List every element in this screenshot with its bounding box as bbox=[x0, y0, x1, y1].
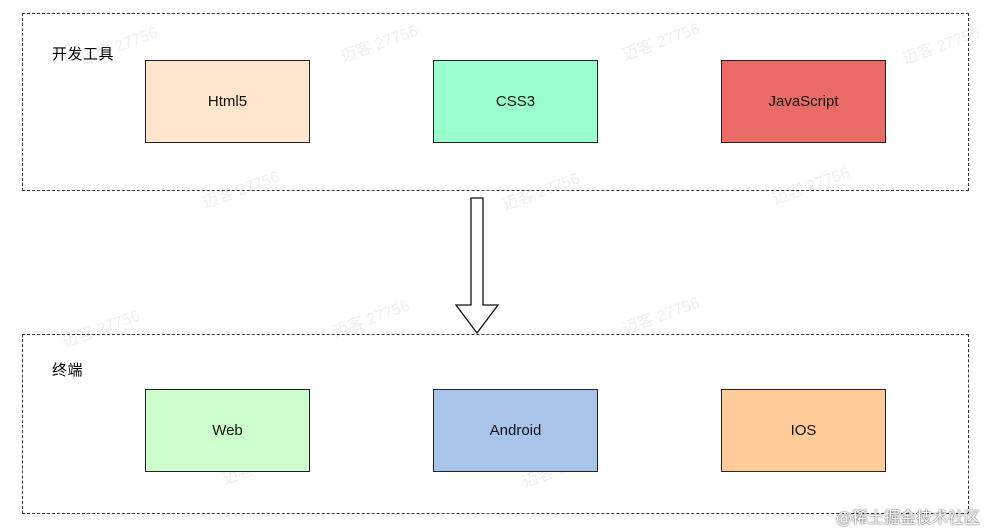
html5-node: Html5 bbox=[145, 60, 310, 143]
footer-credit: @稀土掘金技术社区 bbox=[835, 508, 980, 527]
dev-tools-group bbox=[22, 13, 969, 191]
terminals-group bbox=[22, 334, 969, 514]
javascript-node: JavaScript bbox=[721, 60, 886, 143]
hollow-down-arrow-icon bbox=[454, 197, 500, 335]
watermark: 迈客 27756 bbox=[620, 294, 703, 339]
css3-node: CSS3 bbox=[433, 60, 598, 143]
ios-node: IOS bbox=[721, 389, 886, 472]
web-node: Web bbox=[145, 389, 310, 472]
arrow-shape bbox=[454, 197, 500, 335]
android-node: Android bbox=[433, 389, 598, 472]
dev-tools-title: 开发工具 bbox=[52, 45, 115, 63]
terminals-title: 终端 bbox=[52, 361, 84, 379]
